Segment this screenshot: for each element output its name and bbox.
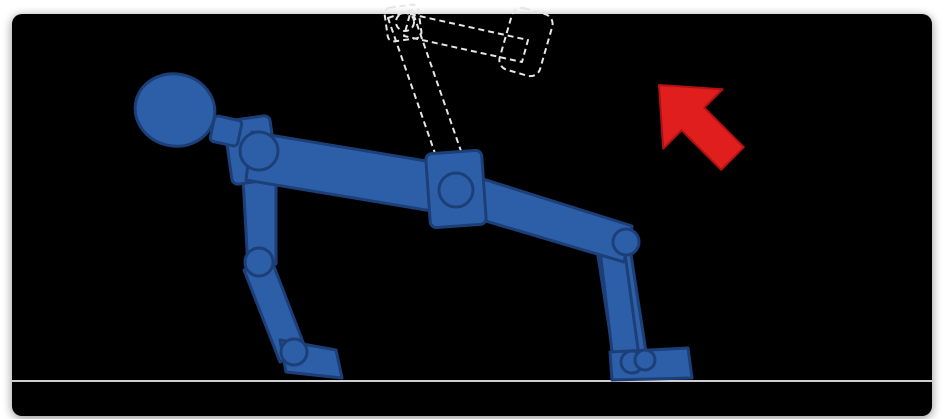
rear-hip-joint xyxy=(613,229,639,255)
hip-joint xyxy=(439,173,473,207)
shoulder-joint xyxy=(240,132,278,170)
front-knee-joint xyxy=(245,248,273,276)
front-ankle-joint xyxy=(281,339,307,365)
rear-ankle-joint-2 xyxy=(635,350,655,370)
